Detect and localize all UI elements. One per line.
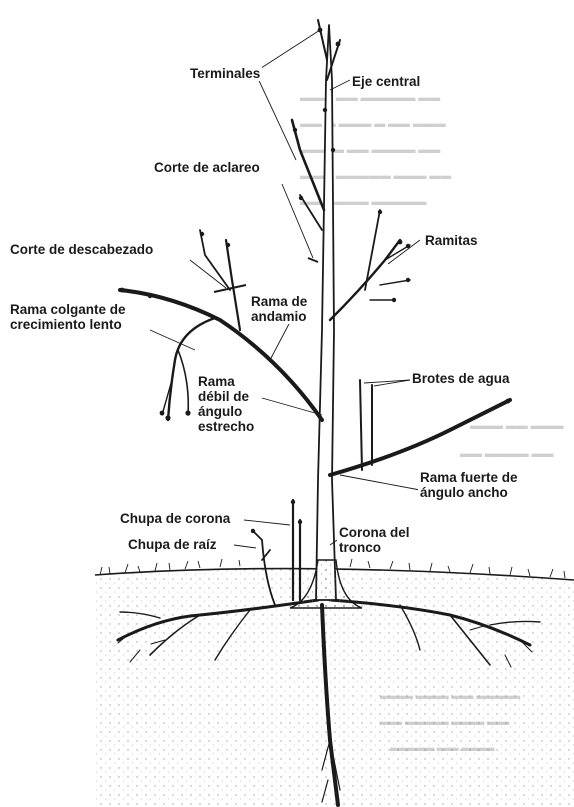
- label-corona-tronco: Corona del tronco: [337, 525, 412, 555]
- label-rama-fuerte: Rama fuerte de ángulo ancho: [418, 470, 520, 500]
- label-rama-colgante: Rama colgante de crecimiento lento: [8, 302, 128, 332]
- label-corte-aclareo: Corte de aclareo: [152, 160, 262, 175]
- label-terminales: Terminales: [188, 66, 263, 81]
- label-brotes-agua: Brotes de agua: [410, 371, 512, 386]
- grass-tufts: [99, 558, 566, 579]
- label-chupa-raiz: Chupa de raíz: [126, 537, 219, 552]
- label-ramitas: Ramitas: [423, 233, 480, 248]
- label-rama-debil: Rama débil de ángulo estrecho: [196, 374, 257, 434]
- buds: [119, 27, 511, 534]
- leader-lines: [149, 29, 421, 549]
- soil-area: [95, 568, 574, 807]
- label-corte-descabezado: Corte de descabezado: [8, 242, 156, 257]
- label-chupa-corona: Chupa de corona: [118, 511, 233, 526]
- trunk: [315, 24, 337, 601]
- cut-marks: [213, 257, 319, 293]
- trunk-flare: [289, 559, 363, 609]
- roots: [116, 598, 541, 807]
- label-eje-central: Eje central: [350, 74, 423, 89]
- label-rama-andamio: Rama de andamio: [249, 294, 310, 324]
